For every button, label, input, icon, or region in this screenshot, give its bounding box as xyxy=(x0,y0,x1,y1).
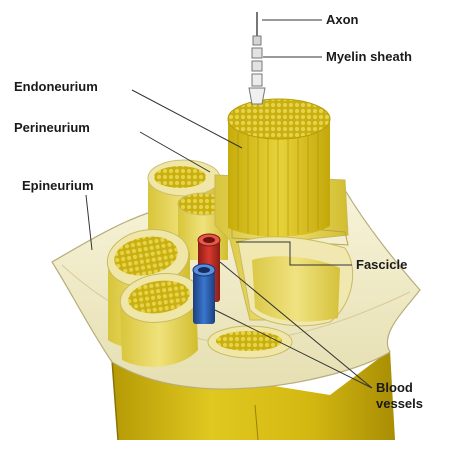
fascicle-right xyxy=(238,237,353,326)
label-blood-vessels-line1: Blood xyxy=(376,380,413,395)
label-perineurium: Perineurium xyxy=(14,120,90,135)
blood-vessel-vein xyxy=(193,264,215,324)
label-fascicle: Fascicle xyxy=(356,257,407,272)
label-myelin-sheath: Myelin sheath xyxy=(326,49,412,64)
label-endoneurium: Endoneurium xyxy=(14,79,98,94)
label-epineurium: Epineurium xyxy=(22,178,94,193)
axon-bundle xyxy=(228,99,330,237)
single-axon xyxy=(249,12,265,104)
label-axon: Axon xyxy=(326,12,359,27)
label-blood-vessels-line2: vessels xyxy=(376,396,423,411)
